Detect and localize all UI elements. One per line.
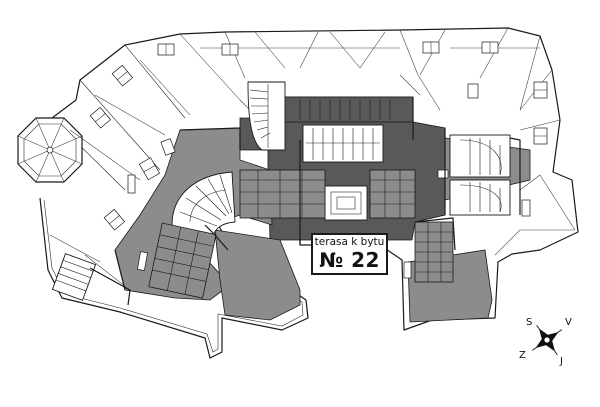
skylight (127, 174, 136, 194)
skylight (221, 43, 239, 56)
compass-south-label: J (559, 356, 563, 367)
stair-lower-right (414, 221, 454, 283)
skylight (533, 81, 548, 99)
stair-lower-left (148, 222, 217, 299)
octagonal-turret (17, 117, 83, 183)
terrace-label-number: № 22 (319, 248, 380, 272)
pergola-left (239, 169, 326, 219)
compass-rose (531, 324, 563, 356)
skylight (437, 169, 449, 179)
skylight (157, 43, 175, 56)
skylight (89, 106, 111, 129)
roof-ridges (49, 27, 576, 291)
skylight (103, 208, 125, 231)
terrace-label-caption: terasa k bytu (314, 236, 385, 248)
pergola-right (369, 169, 416, 219)
compass-north-label: S (526, 317, 532, 328)
skylight (467, 83, 479, 99)
skylight (481, 41, 499, 54)
interior-walls (114, 97, 521, 291)
compass-east-label: V (565, 317, 572, 328)
skylights (89, 41, 548, 279)
stair-lower-corner (51, 253, 131, 306)
skylight (137, 251, 148, 271)
skylight (111, 64, 133, 87)
skylight (533, 127, 548, 145)
stair-right (449, 134, 511, 216)
terrace-label: terasa k bytu № 22 (311, 233, 388, 275)
light-well (324, 185, 368, 221)
stair-upper-left (247, 81, 286, 151)
skylight (138, 157, 161, 181)
compass-west-label: Z (519, 350, 526, 361)
skylight (521, 199, 531, 217)
stair-upper-corridor (284, 96, 414, 123)
skylight (422, 41, 440, 54)
skylight (403, 261, 412, 279)
stair-upper-center (302, 124, 384, 163)
skylight (160, 138, 176, 156)
